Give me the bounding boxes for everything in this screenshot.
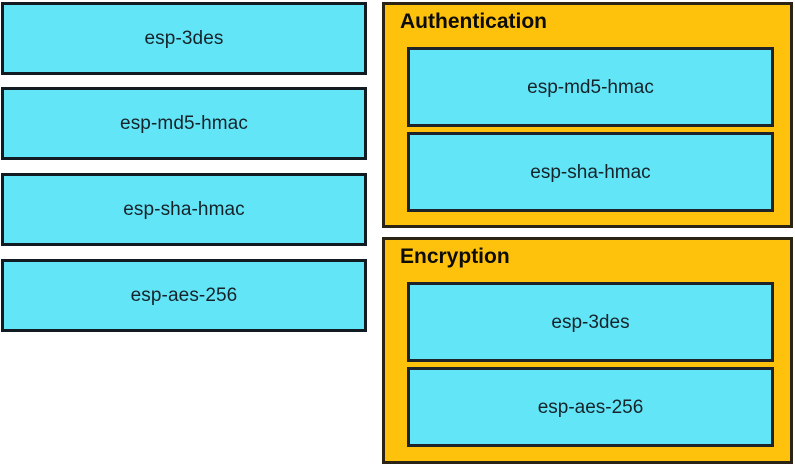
category-title: Authentication	[400, 10, 547, 33]
source-tile-esp-sha-hmac[interactable]: esp-sha-hmac	[1, 173, 367, 246]
dropped-tile-esp-3des[interactable]: esp-3des	[407, 282, 774, 362]
category-panel-authentication[interactable]: Authentication esp-md5-hmac esp-sha-hmac	[382, 2, 793, 228]
dropped-tile-label: esp-aes-256	[537, 396, 644, 418]
dropped-tile-label: esp-3des	[551, 311, 630, 333]
source-tile-column: esp-3des esp-md5-hmac esp-sha-hmac esp-a…	[0, 0, 372, 464]
dropped-tile-label: esp-sha-hmac	[530, 161, 651, 183]
source-tile-esp-md5-hmac[interactable]: esp-md5-hmac	[1, 87, 367, 160]
source-tile-label: esp-3des	[144, 28, 224, 49]
source-tile-esp-aes-256[interactable]: esp-aes-256	[1, 259, 367, 332]
dropped-tile-esp-md5-hmac[interactable]: esp-md5-hmac	[407, 47, 774, 127]
drop-zone-authentication[interactable]: esp-md5-hmac esp-sha-hmac	[407, 47, 774, 220]
dropped-tile-label: esp-md5-hmac	[527, 76, 654, 98]
dropped-tile-esp-sha-hmac[interactable]: esp-sha-hmac	[407, 132, 774, 212]
category-title: Encryption	[400, 245, 510, 268]
drop-zone-encryption[interactable]: esp-3des esp-aes-256	[407, 282, 774, 456]
source-tile-label: esp-md5-hmac	[120, 113, 248, 134]
source-tile-esp-3des[interactable]: esp-3des	[1, 2, 367, 75]
category-panel-encryption[interactable]: Encryption esp-3des esp-aes-256	[382, 237, 793, 464]
source-tile-label: esp-sha-hmac	[123, 199, 245, 220]
source-tile-label: esp-aes-256	[130, 285, 238, 306]
dropped-tile-esp-aes-256[interactable]: esp-aes-256	[407, 367, 774, 447]
